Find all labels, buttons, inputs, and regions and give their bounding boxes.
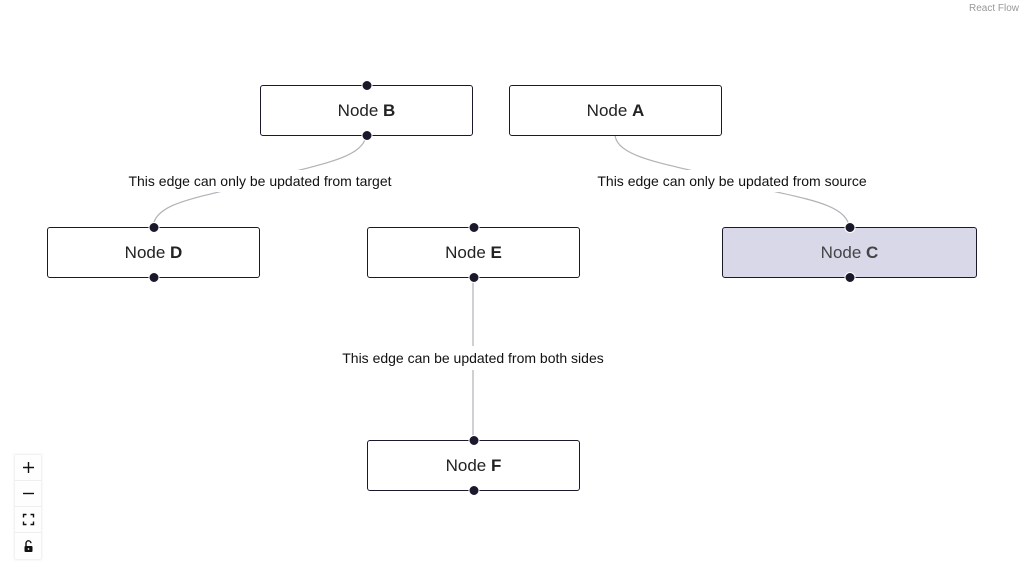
node-b-source-handle[interactable] [361, 130, 372, 141]
node-b-target-handle[interactable] [361, 80, 372, 91]
zoom-out-button[interactable] [15, 481, 41, 507]
unlock-icon [24, 539, 32, 552]
edge-a-c-label: This edge can only be updated from sourc… [597, 173, 866, 189]
node-a-label: Node A [586, 100, 645, 120]
node-e-label: Node E [445, 242, 502, 262]
node-c-target-handle[interactable] [844, 222, 855, 233]
node-f-source-handle[interactable] [468, 485, 479, 496]
node-d-source-handle[interactable] [148, 272, 159, 283]
toggle-interactivity-button[interactable] [15, 533, 41, 559]
node-f[interactable]: Node F [367, 435, 580, 496]
node-e[interactable]: Node E [367, 222, 580, 283]
node-c-source-handle[interactable] [844, 272, 855, 283]
edge-a-c-label-bg [592, 170, 872, 192]
edge-e-f[interactable]: This edge can be updated from both sides [336, 276, 610, 441]
node-a[interactable]: Node A [509, 85, 722, 136]
node-c[interactable]: Node C [722, 222, 977, 283]
node-f-label: Node F [445, 455, 502, 475]
edge-b-d-label: This edge can only be updated from targe… [128, 173, 391, 189]
node-d[interactable]: Node D [47, 222, 260, 283]
node-b[interactable]: Node B [260, 80, 473, 141]
fit-view-icon [22, 513, 34, 526]
flow-controls [15, 455, 41, 559]
node-c-label: Node C [820, 242, 879, 262]
react-flow-attribution[interactable]: React Flow [966, 2, 1021, 15]
edge-b-d-label-bg [122, 170, 398, 192]
edge-e-f-label-bg [336, 346, 610, 370]
minus-icon [22, 492, 34, 495]
node-d-target-handle[interactable] [148, 222, 159, 233]
edge-e-f-label: This edge can be updated from both sides [342, 350, 604, 366]
node-d-label: Node D [124, 242, 183, 262]
node-e-target-handle[interactable] [468, 222, 479, 233]
edge-a-c[interactable]: This edge can only be updated from sourc… [592, 133, 872, 229]
node-b-label: Node B [337, 100, 396, 120]
edge-b-d[interactable]: This edge can only be updated from targe… [122, 133, 398, 229]
node-f-target-handle[interactable] [468, 435, 479, 446]
fit-view-button[interactable] [15, 507, 41, 533]
zoom-in-button[interactable] [15, 455, 41, 481]
node-e-source-handle[interactable] [468, 272, 479, 283]
plus-icon [22, 462, 34, 473]
